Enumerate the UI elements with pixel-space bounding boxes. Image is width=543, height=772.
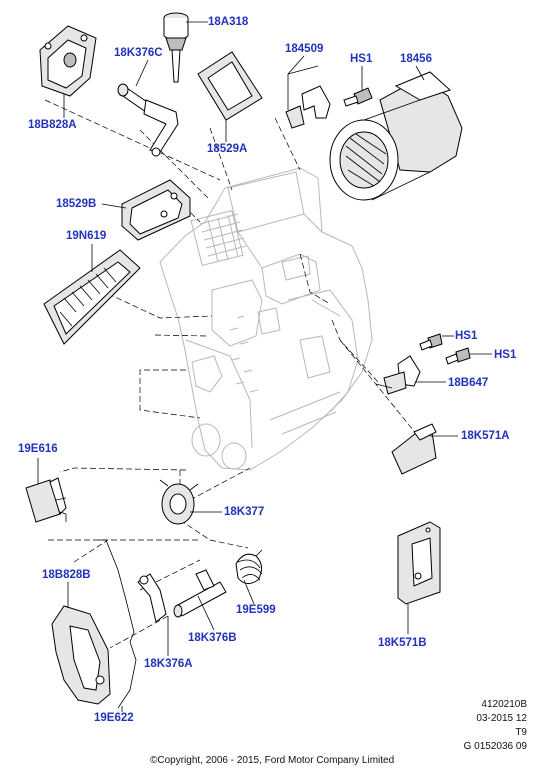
reference-code: 4120210B: [481, 699, 527, 710]
part-HS1-top-screw: [343, 87, 373, 107]
label-18K376A[interactable]: 18K376A: [144, 658, 193, 670]
part-19E599-spring: [235, 549, 263, 584]
catalog-number: G 0152036 09: [463, 741, 527, 752]
label-18K571A[interactable]: 18K571A: [461, 430, 510, 442]
label-18529A[interactable]: 18529A: [207, 143, 248, 155]
label-19E599[interactable]: 19E599: [236, 604, 276, 616]
part-HS1-mid-screw-1: [419, 333, 443, 351]
label-19E616[interactable]: 19E616: [18, 443, 58, 455]
label-18A318[interactable]: 18A318: [208, 16, 249, 28]
part-184509: [285, 65, 331, 129]
part-18K376B-shaft: [173, 569, 227, 618]
part-19E622-cable: [98, 539, 137, 709]
label-18456[interactable]: 18456: [400, 53, 432, 65]
label-18529B[interactable]: 18529B: [56, 198, 97, 210]
part-18456-blower: [329, 71, 463, 201]
label-HS1-top[interactable]: HS1: [350, 53, 373, 65]
part-18K377: [159, 479, 199, 525]
label-19E622[interactable]: 19E622: [94, 712, 134, 724]
part-18B828B-cover: [51, 605, 111, 705]
label-18B647[interactable]: 18B647: [448, 377, 489, 389]
heater-housing: [159, 167, 373, 471]
label-18B828B[interactable]: 18B828B: [42, 569, 91, 581]
label-18K377[interactable]: 18K377: [224, 506, 265, 518]
part-18B647-resistor: [375, 355, 421, 395]
part-19N619-filter: [43, 249, 141, 345]
part-18K376A-lever: [137, 573, 167, 623]
tag-code: T9: [515, 727, 527, 738]
part-18K571A: [391, 423, 437, 475]
label-18K376C[interactable]: 18K376C: [114, 47, 163, 59]
label-HS1-mid-2[interactable]: HS1: [494, 349, 517, 361]
part-18529A: [197, 51, 263, 121]
label-184509[interactable]: 184509: [285, 43, 324, 55]
label-HS1-mid-1[interactable]: HS1: [455, 330, 478, 342]
label-18K571B[interactable]: 18K571B: [378, 637, 427, 649]
leader-lines: [37, 21, 492, 712]
part-18K571B-panel: [397, 521, 441, 605]
part-18B828A: [39, 25, 97, 97]
part-HS1-mid-screw-2: [445, 347, 471, 365]
label-18B828A[interactable]: 18B828A: [28, 119, 77, 131]
label-19N619[interactable]: 19N619: [66, 230, 107, 242]
part-18K376C: [117, 83, 179, 157]
copyright-notice: ©Copyright, 2006 - 2015, Ford Motor Comp…: [150, 755, 395, 766]
revision-date: 03-2015 12: [476, 713, 527, 724]
part-18529B: [121, 179, 191, 241]
label-18K376B[interactable]: 18K376B: [188, 632, 237, 644]
part-19E616-module: [25, 477, 67, 523]
part-18A318: [163, 12, 189, 83]
